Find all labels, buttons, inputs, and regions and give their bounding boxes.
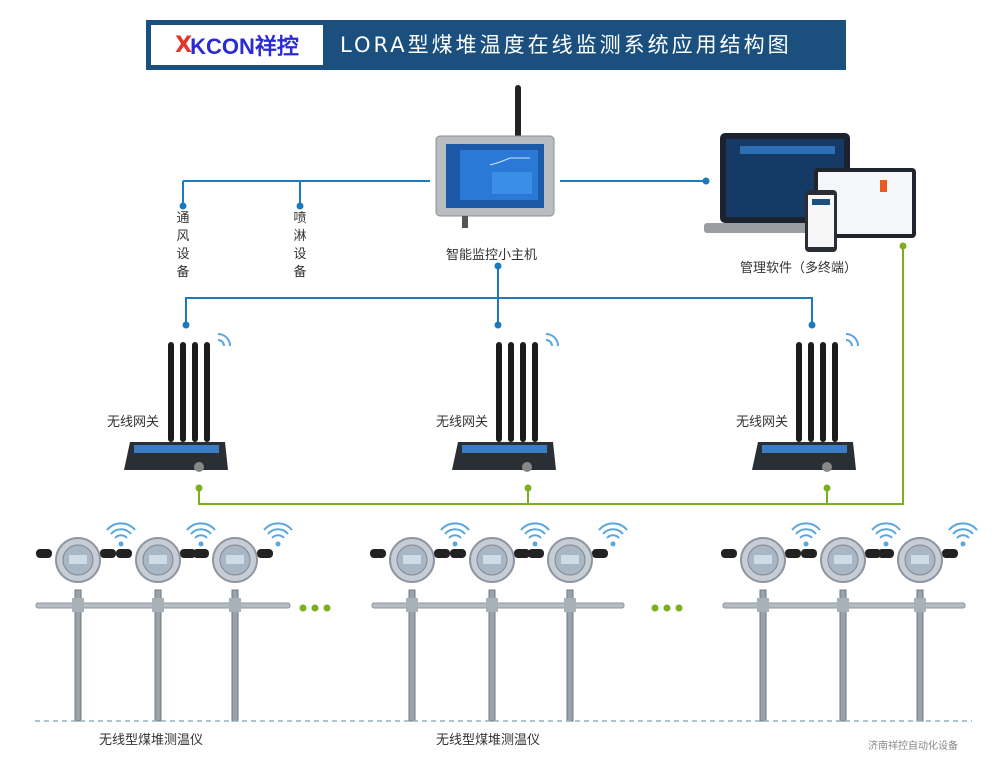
gateway-device (124, 333, 231, 472)
wifi-icon (520, 522, 550, 547)
sensor-array (35, 522, 978, 722)
logo: X KCON祥控 (151, 25, 323, 65)
temperature-sensor (528, 522, 628, 722)
temperature-sensor (370, 522, 470, 722)
temperature-sensor (878, 522, 978, 722)
software-label: 管理软件（多终端） (740, 261, 858, 276)
temperature-sensor (450, 522, 550, 722)
wifi-icon (791, 522, 821, 547)
temperature-sensor (36, 522, 136, 722)
connector-dot (494, 321, 502, 329)
gateway-device (752, 333, 859, 472)
gateway-label: 无线网关 (736, 415, 789, 430)
connector-dot (195, 484, 203, 492)
more-sensors-indicator (299, 604, 683, 612)
connector-dot (179, 202, 187, 210)
connector-dot (823, 484, 831, 492)
device-label-spray: 喷淋设备 (293, 211, 307, 280)
connector-dot (808, 321, 816, 329)
gateway-label: 无线网关 (107, 415, 160, 430)
company-footer: 济南祥控自动化设备 (868, 741, 958, 752)
wifi-icon (106, 522, 136, 547)
connector-dot (899, 242, 907, 250)
temperature-sensor (801, 522, 901, 722)
wifi-icon (440, 522, 470, 547)
connector-dot (494, 262, 502, 270)
temperature-sensor (116, 522, 216, 722)
wifi-icon (186, 522, 216, 547)
wifi-icon (948, 522, 978, 547)
logo-mark: X (175, 32, 192, 58)
gateway-bus (185, 266, 813, 324)
device-label-ventilation: 通风设备 (176, 211, 190, 280)
wifi-icon (598, 522, 628, 547)
controller-device (435, 85, 555, 228)
logo-text: KCON祥控 (190, 34, 299, 59)
diagram-title: LORA型煤堆温度在线监测系统应用结构图 (340, 33, 792, 57)
temperature-sensor (721, 522, 821, 722)
sensor-group-label: 无线型煤堆测温仪 (99, 733, 204, 748)
temperature-sensor (193, 522, 293, 722)
controller-label: 智能监控小主机 (446, 248, 538, 263)
connector-dot (296, 202, 304, 210)
gateway-device (452, 333, 559, 472)
wifi-icon (871, 522, 901, 547)
gateway-label: 无线网关 (436, 415, 489, 430)
connector-dot (702, 177, 710, 185)
management-terminals (704, 133, 916, 252)
connector-dot (182, 321, 190, 329)
control-bus (182, 180, 705, 205)
wifi-icon (263, 522, 293, 547)
connector-dot (524, 484, 532, 492)
sensor-group-label: 无线型煤堆测温仪 (436, 733, 541, 748)
